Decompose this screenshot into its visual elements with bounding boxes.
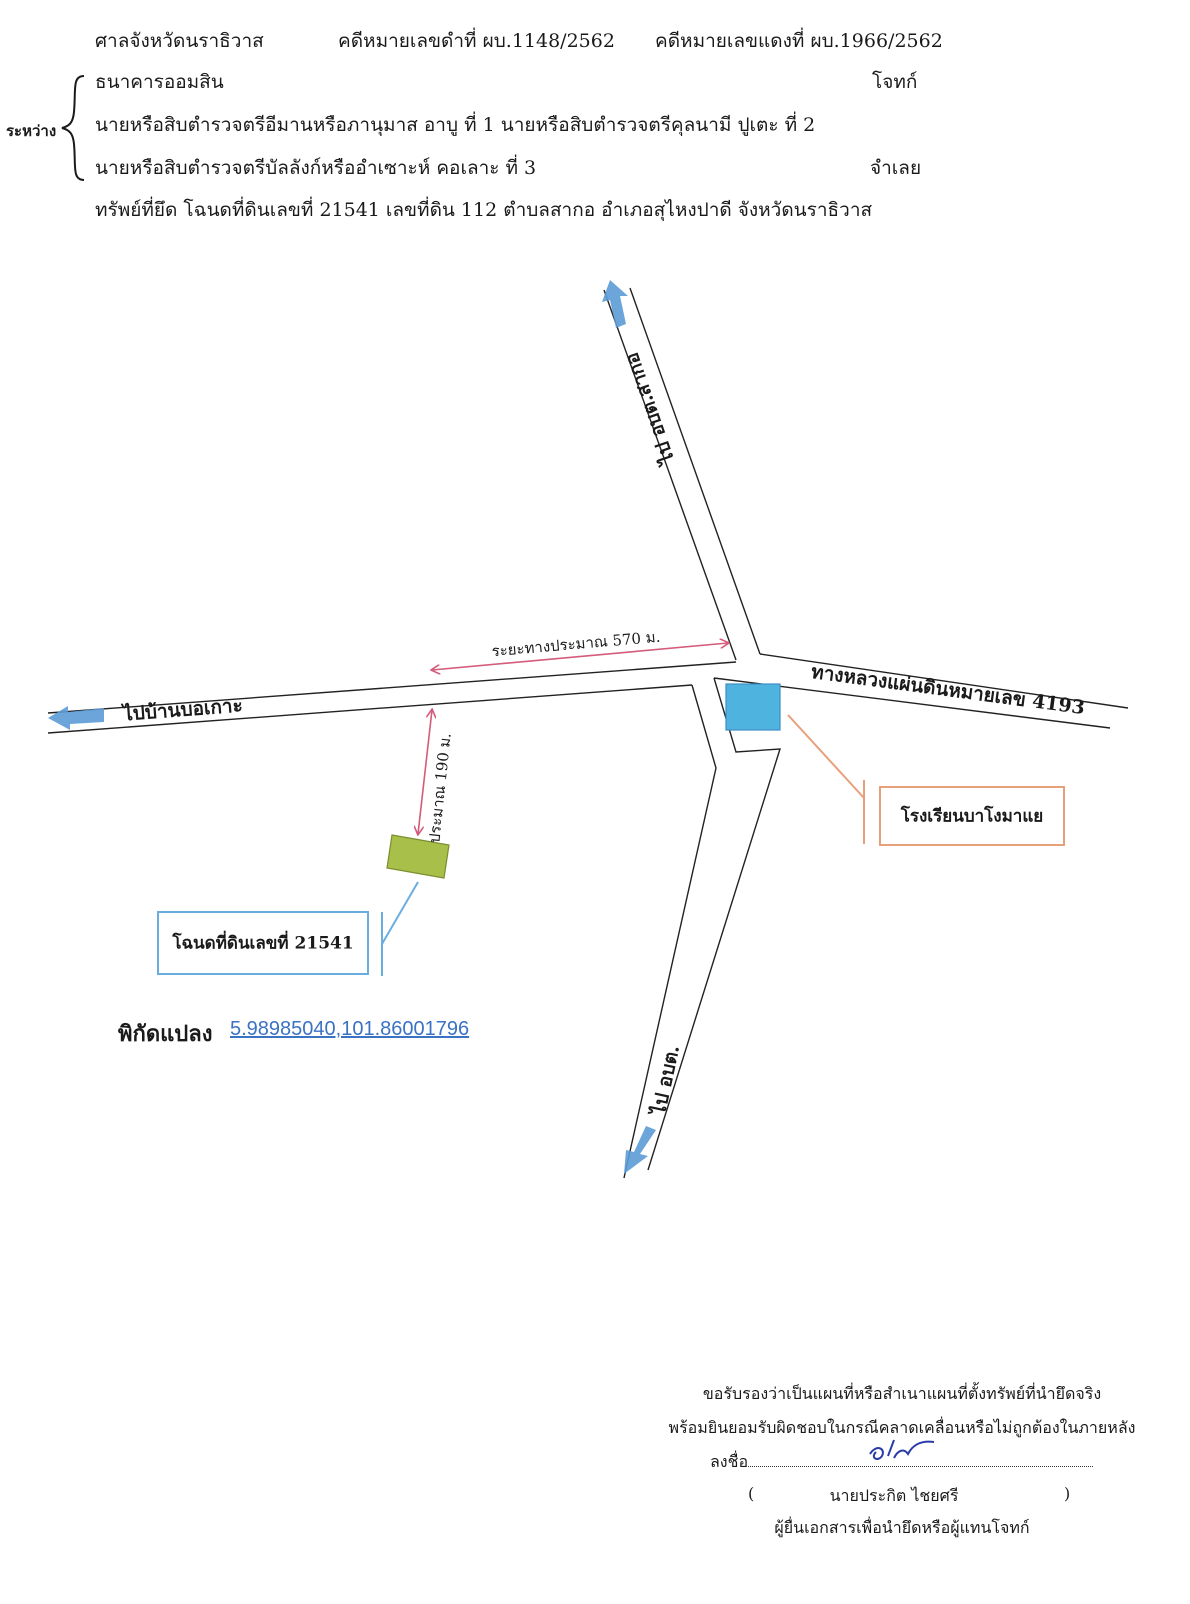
court-name: ศาลจังหวัดนราธิวาส bbox=[95, 30, 264, 52]
school-label: โรงเรียนบาโงมาแย bbox=[900, 806, 1044, 827]
signature-mark bbox=[869, 1439, 935, 1460]
defendants-line-2: นายหรือสิบตำรวจตรีบัลลังก์หรืออำเซาะห์ ค… bbox=[95, 157, 537, 179]
cert-line-1: ขอรับรองว่าเป็นแผนที่หรือสำเนาแผนที่ตั้ง… bbox=[702, 1384, 1102, 1403]
signature-line bbox=[748, 1466, 1093, 1467]
arrow-south-icon bbox=[624, 1126, 656, 1174]
red-case-number: คดีหมายเลขแดงที่ ผบ.1966/2562 bbox=[655, 30, 943, 52]
open-paren: ( bbox=[748, 1484, 755, 1503]
coords-label: พิกัดแปลง bbox=[118, 1022, 213, 1047]
signer-name: นายประกิต ไชยศรี bbox=[829, 1486, 959, 1505]
sign-label: ลงชื่อ bbox=[710, 1452, 749, 1471]
cert-line-2: พร้อมยินยอมรับผิดชอบในกรณีคลาดเคลื่อนหรื… bbox=[668, 1418, 1136, 1437]
school-callout-line bbox=[787, 714, 865, 844]
road-north bbox=[603, 287, 761, 661]
party-brace bbox=[61, 75, 85, 181]
land-parcel-marker bbox=[386, 834, 450, 879]
signer-role: ผู้ยื่นเอกสารเพื่อนำยึดหรือผู้แทนโจทก์ bbox=[774, 1518, 1030, 1537]
plaintiff-role: โจทก์ bbox=[872, 71, 918, 93]
distance-arrow-horizontal bbox=[432, 643, 728, 670]
school-label-box bbox=[879, 786, 1065, 846]
arrow-west-icon bbox=[48, 706, 104, 730]
defendants-line-1: นายหรือสิบตำรวจตรีอีมานหรือภานุมาส อาบู … bbox=[95, 114, 816, 136]
parcel-label-box bbox=[157, 911, 369, 975]
school-marker bbox=[725, 683, 781, 731]
parcel-label: โฉนดที่ดินเลขที่ 21541 bbox=[172, 933, 354, 954]
arrow-north-icon bbox=[602, 280, 628, 328]
distance-arrow-vertical bbox=[418, 710, 432, 834]
seized-property: ทรัพย์ที่ยึด โฉนดที่ดินเลขที่ 21541 เลขท… bbox=[95, 199, 873, 221]
black-case-number: คดีหมายเลขดำที่ ผบ.1148/2562 bbox=[338, 30, 615, 52]
defendant-role: จำเลย bbox=[870, 157, 922, 179]
plaintiff-name: ธนาคารออมสิน bbox=[95, 71, 224, 93]
coords-link[interactable]: 5.98985040,101.86001796 bbox=[230, 1018, 470, 1040]
between-label: ระหว่าง bbox=[6, 122, 57, 140]
close-paren: ) bbox=[1064, 1484, 1071, 1503]
parcel-callout-line bbox=[381, 881, 419, 976]
road-south bbox=[623, 677, 781, 1179]
